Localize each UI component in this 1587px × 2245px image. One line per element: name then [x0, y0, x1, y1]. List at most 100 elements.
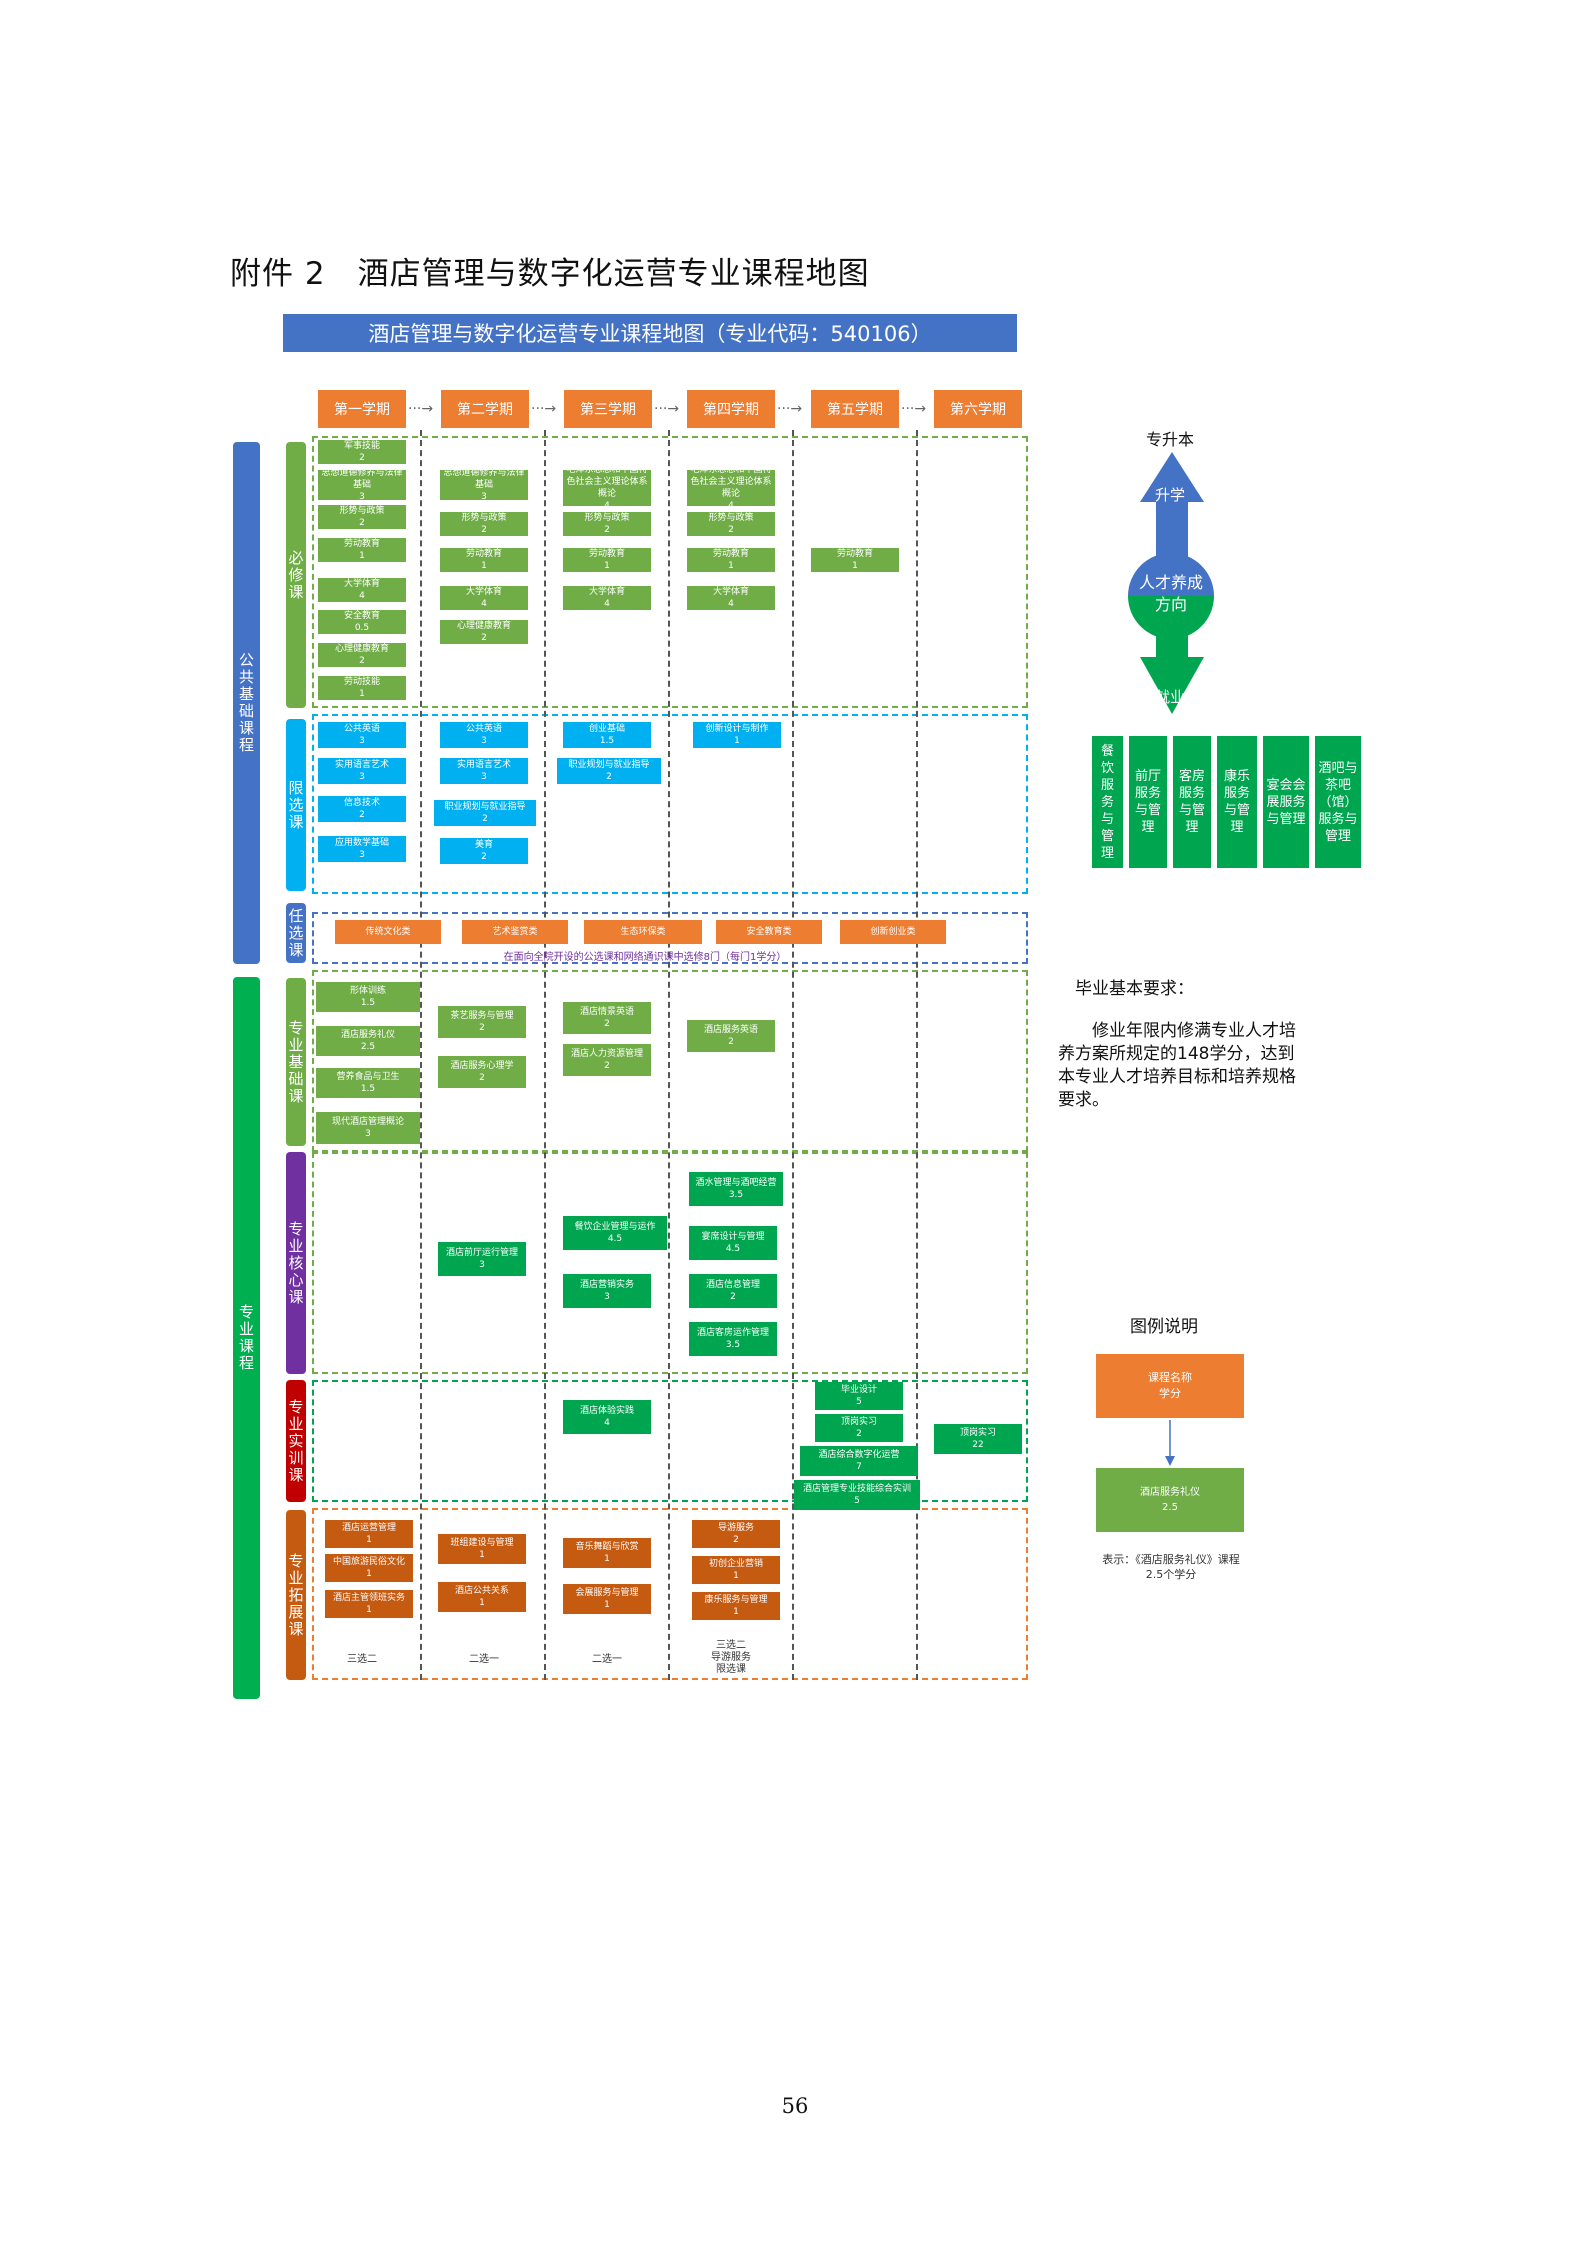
elective-category-box: 传统文化类 [335, 920, 441, 944]
column-divider [544, 430, 546, 1680]
arrow-right-icon: ···→ [901, 401, 927, 417]
upgrade-label: 专升本 [1145, 430, 1194, 449]
semester-3-header: 第三学期 [564, 390, 652, 428]
pro-core-bar: 专业核心课 [286, 1152, 306, 1374]
page-title: 附件 2 酒店管理与数字化运营专业课程地图 [230, 256, 870, 292]
required-bar: 必修课 [286, 442, 306, 708]
semester-1-header: 第一学期 [318, 390, 406, 428]
elective-category-box: 生态环保类 [584, 920, 702, 944]
selection-rule-note: 二选一 [469, 1654, 499, 1665]
pro-extension-section [312, 1508, 1028, 1680]
pro-practice-section [312, 1380, 1028, 1502]
pro-foundation-section [312, 970, 1028, 1152]
legend-course-box: 课程名称学分 [1096, 1354, 1244, 1418]
pro-practice-bar: 专业实训课 [286, 1380, 306, 1502]
arrow-right-icon: ···→ [654, 401, 680, 417]
up-label: 升学 [1155, 486, 1186, 504]
limited-bar: 限选课 [286, 719, 306, 891]
pro-core-section [312, 1152, 1028, 1374]
semester-4-header: 第四学期 [687, 390, 775, 428]
down-label: 就业 [1155, 688, 1186, 706]
talent-direction-circle: 人才养成方向 [1128, 553, 1214, 639]
public-foundation-bar: 公共基础课程 [233, 442, 260, 964]
pro-foundation-bar: 专业基础课 [286, 978, 306, 1146]
arrow-right-icon: ···→ [408, 401, 434, 417]
career-客房: 客房服务与管理 [1173, 736, 1211, 868]
graduation-text: 修业年限内修满专业人才培养方案所规定的148学分，达到本专业人才培养目标和培养规… [1058, 1021, 1296, 1110]
legend-title: 图例说明 [1130, 1317, 1198, 1337]
semester-6-header: 第六学期 [934, 390, 1022, 428]
semester-2-header: 第二学期 [441, 390, 529, 428]
required-section [312, 436, 1028, 708]
column-divider [916, 430, 918, 1680]
selection-rule-note: 三选二 [347, 1654, 377, 1665]
limited-section [312, 714, 1028, 894]
career-康乐: 康乐服务与管理 [1217, 736, 1257, 868]
career-宴会: 宴会会展服务与管理 [1263, 736, 1309, 868]
selection-rule-note: 三选二 导游服务 限选课 [711, 1640, 751, 1675]
graduation-title: 毕业基本要求： [1075, 979, 1194, 999]
pro-extension-bar: 专业拓展课 [286, 1510, 306, 1680]
elective-bar: 任选课 [286, 903, 306, 963]
semester-5-header: 第五学期 [811, 390, 899, 428]
course-map-banner: 酒店管理与数字化运营专业课程地图（专业代码：540106） [283, 314, 1017, 352]
column-divider [668, 430, 670, 1680]
elective-category-box: 创新创业类 [840, 920, 946, 944]
column-divider [420, 430, 422, 1680]
legend-arrow-down-icon [1165, 1420, 1175, 1466]
career-前厅: 前厅服务与管理 [1129, 736, 1167, 868]
career-餐饮: 餐饮服务与管理 [1092, 736, 1123, 868]
professional-courses-bar: 专业课程 [233, 977, 260, 1699]
career-酒吧: 酒吧与茶吧（馆）服务与管理 [1315, 736, 1361, 868]
column-divider [792, 430, 794, 1680]
elective-category-box: 安全教育类 [716, 920, 822, 944]
elective-note: 在面向全院开设的公选课和网络通识课中选修8门（每门1学分） [503, 952, 787, 963]
arrow-right-icon: ···→ [777, 401, 803, 417]
